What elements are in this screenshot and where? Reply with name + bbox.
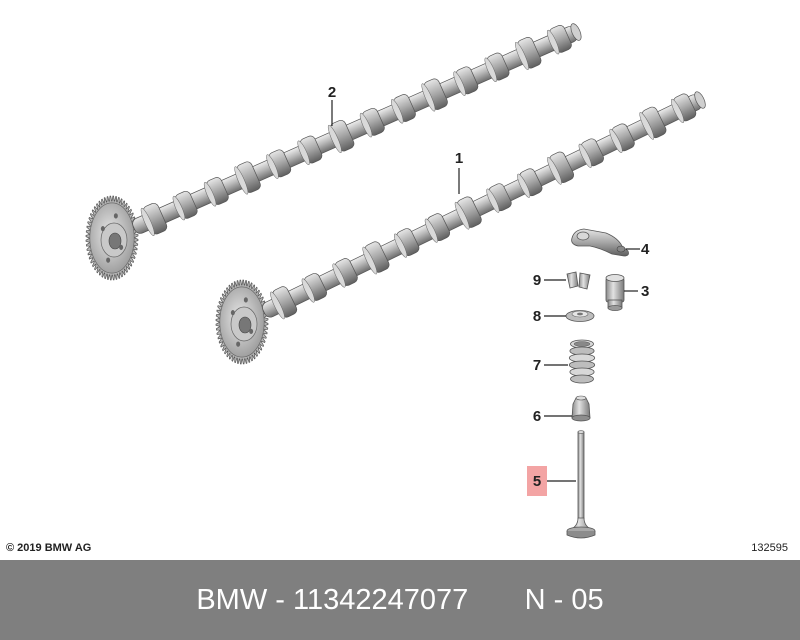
diagram-number: 132595: [751, 542, 788, 554]
caption-brand: BMW: [196, 583, 268, 616]
callout-3-label: 3: [641, 283, 649, 300]
callout-4-label: 4: [641, 241, 650, 258]
callout-9-label: 9: [533, 272, 541, 289]
part-6-valve-stem-seal: [571, 395, 591, 422]
callout-2: 2: [328, 84, 336, 126]
part-8-spring-retainer: [565, 310, 595, 322]
caption-group: N - 05: [524, 583, 604, 616]
callout-8: 8: [533, 308, 566, 325]
camshaft-sprocket: [85, 195, 139, 281]
part-4-roller-cam-follower: [571, 228, 629, 257]
caption-gap: [468, 584, 524, 617]
callout-6-label: 6: [533, 408, 541, 425]
callout-5-highlight: [527, 466, 547, 496]
callout-3: 3: [624, 283, 649, 300]
caption-part-number: 11342247077: [293, 583, 469, 616]
part-7-valve-spring: [568, 339, 596, 384]
part-3-hydraulic-valve-adjuster: [605, 274, 625, 311]
callout-7-label: 7: [533, 357, 541, 374]
callout-8-label: 8: [533, 308, 541, 325]
camshaft-exhaust: [85, 23, 582, 281]
callout-7: 7: [533, 357, 568, 374]
callout-4: 4: [626, 241, 650, 258]
callout-5: 5: [527, 466, 576, 496]
camshaft-body: [262, 91, 706, 320]
part-caption-bar: BMW - 11342247077 N - 05: [0, 560, 800, 640]
callout-2-label: 2: [328, 84, 336, 101]
copyright-notice: © 2019 BMW AG: [6, 542, 92, 554]
callout-9: 9: [533, 272, 566, 289]
camshaft-intake: [215, 91, 706, 365]
camshaft-sprocket: [215, 279, 269, 365]
part-9-valve-cotters: [566, 271, 591, 290]
caption-separator: -: [267, 583, 293, 616]
part-5-exhaust-valve: [566, 430, 596, 539]
callout-1: 1: [455, 150, 463, 194]
callout-6: 6: [533, 408, 572, 425]
camshaft-body: [132, 23, 582, 236]
callout-5-label: 5: [533, 473, 541, 490]
parts-diagram: 1 2 3 4 5 6 7 8 9: [85, 23, 706, 539]
callout-1-label: 1: [455, 150, 463, 167]
